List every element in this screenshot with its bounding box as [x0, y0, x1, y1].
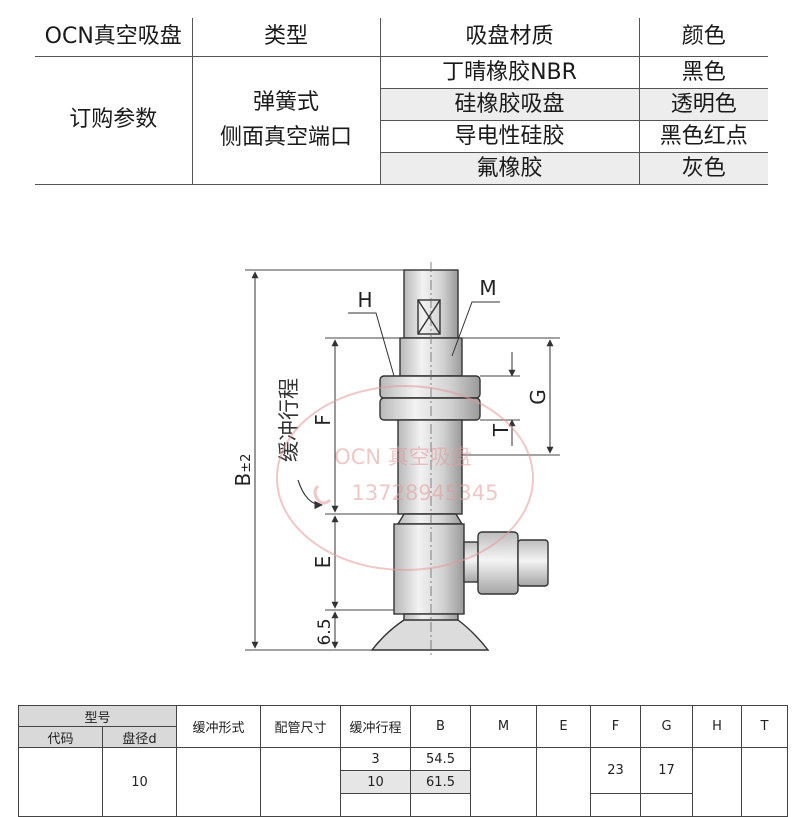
- material-cell: 氟橡胶: [380, 152, 640, 185]
- leader-m: [451, 301, 500, 357]
- m-cell: [470, 747, 538, 817]
- label-e: E: [311, 556, 335, 569]
- label-b-tolerance: ±2: [239, 454, 254, 473]
- material-cell: 导电性硅胶: [380, 120, 640, 153]
- stroke-arrow: [297, 479, 323, 510]
- g-cell: 17: [640, 747, 694, 794]
- order-table-row: 导电性硅胶 黑色红点: [35, 120, 768, 153]
- diameter-cell: 10: [101, 747, 178, 817]
- label-65: 6.5: [315, 618, 335, 645]
- cushion-type-cell: [176, 747, 262, 817]
- e-cell: [536, 747, 592, 817]
- header-e: E: [536, 705, 592, 748]
- label-h: H: [357, 288, 372, 312]
- suction-cup-technical-drawing: H M G T F E B±2 6.5 缓冲行程 OCN 真空吸盘 137289…: [231, 262, 560, 658]
- b-cell: 54.5: [410, 747, 472, 771]
- part-outline: [370, 269, 549, 651]
- header-m: M: [470, 705, 538, 748]
- g-cell: [640, 793, 694, 817]
- svg-text:B±2: B±2: [231, 454, 255, 487]
- header-g: G: [640, 705, 694, 748]
- order-parameter-table: OCN真空吸盘 类型 吸盘材质 颜色 订购参数 弹簧式 侧面真空端口 丁晴橡胶N…: [35, 18, 768, 185]
- spec-row: 10 3 54.5 23 17: [18, 747, 789, 817]
- t-cell: [741, 747, 789, 817]
- h-cell: [692, 747, 743, 817]
- suction-cup: [370, 619, 490, 651]
- label-f: F: [311, 414, 335, 426]
- color-cell: 黑色红点: [639, 120, 768, 153]
- code-cell: [18, 747, 103, 817]
- label-cushion-stroke: 缓冲行程: [277, 378, 301, 462]
- header-pipe-size: 配管尺寸: [260, 705, 342, 748]
- b-cell: [410, 793, 472, 817]
- order-table-header-row: OCN真空吸盘 类型 吸盘材质 颜色: [35, 18, 768, 57]
- label-b: B: [231, 473, 255, 487]
- color-cell: 黑色: [639, 56, 768, 89]
- header-product: OCN真空吸盘: [35, 18, 193, 57]
- spec-table: 型号 缓冲形式 配管尺寸 缓冲行程 B M E F G H T 代码 盘径d 1…: [17, 705, 789, 817]
- header-color: 颜色: [639, 18, 768, 57]
- phone-icon: [313, 484, 332, 505]
- label-m: M: [479, 276, 496, 300]
- order-table-row: 订购参数 弹簧式 侧面真空端口 丁晴橡胶NBR 黑色: [35, 56, 768, 185]
- color-cell: 灰色: [639, 152, 768, 185]
- header-t: T: [741, 705, 789, 748]
- watermark-phone: 13728945345: [352, 481, 499, 505]
- stroke-cell: [340, 793, 412, 817]
- watermark-brand: OCN 真空吸盘: [334, 445, 472, 469]
- type-line-2: 侧面真空端口: [219, 124, 352, 150]
- f-cell: 23: [590, 747, 642, 794]
- header-stroke: 缓冲行程: [340, 705, 412, 748]
- rod-slot: [417, 299, 441, 335]
- watermark: OCN 真空吸盘 13728945345: [276, 385, 534, 571]
- header-model: 型号: [17, 705, 178, 727]
- stroke-cell: 3: [340, 747, 412, 771]
- b-cell: 61.5: [410, 770, 472, 794]
- header-b: B: [410, 705, 472, 748]
- leader-h: [348, 312, 395, 377]
- header-cushion-type: 缓冲形式: [176, 705, 262, 748]
- header-f: F: [590, 705, 642, 748]
- header-diameter: 盘径d: [101, 726, 178, 748]
- label-t: T: [489, 423, 513, 437]
- watermark-ring: [276, 385, 534, 571]
- type-cell: 弹簧式 侧面真空端口: [192, 56, 381, 185]
- header-material: 吸盘材质: [380, 18, 640, 57]
- hex-nut-lower: [379, 397, 481, 421]
- middle-shaft: [397, 419, 463, 515]
- spec-header-row: 型号 缓冲形式 配管尺寸 缓冲行程 B M E F G H T: [17, 705, 789, 748]
- f-cell: [590, 793, 642, 817]
- label-g: G: [526, 389, 550, 405]
- stroke-cell: 10: [340, 770, 412, 794]
- order-table-row: 氟橡胶 灰色: [35, 152, 768, 185]
- spec-subheader-row: 代码 盘径d: [18, 726, 788, 748]
- pipe-size-cell: [260, 747, 342, 817]
- header-type: 类型: [192, 18, 381, 57]
- type-line-1: 弹簧式: [252, 90, 319, 116]
- header-code: 代码: [18, 726, 103, 748]
- material-cell: 硅橡胶吸盘: [380, 88, 640, 121]
- param-label: 订购参数: [35, 56, 193, 185]
- color-cell: 透明色: [639, 88, 768, 121]
- header-h: H: [692, 705, 743, 748]
- material-cell: 丁晴橡胶NBR: [380, 56, 640, 89]
- order-table-row: 硅橡胶吸盘 透明色: [35, 88, 768, 121]
